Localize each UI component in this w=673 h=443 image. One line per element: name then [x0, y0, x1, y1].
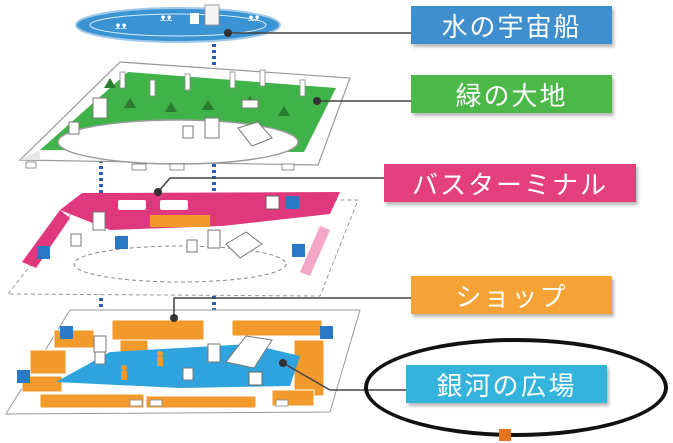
- level-shop-galaxy[interactable]: [5, 309, 361, 415]
- elevator-icon: [182, 367, 194, 381]
- person-icon: [121, 351, 163, 380]
- bus-icon: [118, 200, 188, 210]
- label-green-land[interactable]: 緑の大地: [411, 75, 612, 113]
- restroom-icon: [60, 326, 73, 339]
- stairs-icon: [237, 121, 273, 147]
- label-bus-terminal[interactable]: バスターミナル: [384, 164, 636, 202]
- level-green-field[interactable]: [18, 61, 351, 171]
- restroom-icon: [115, 236, 128, 249]
- svg-text:ᴥᴥ: ᴥᴥ: [115, 21, 127, 32]
- label-shop[interactable]: ショップ: [411, 276, 612, 314]
- elevator-icon: [190, 13, 199, 24]
- elevator-icon: [186, 239, 198, 253]
- stairs-icon: [225, 335, 273, 369]
- highlight-ellipse: [364, 338, 668, 437]
- restroom-icon: [37, 246, 50, 259]
- elevator-icon: [182, 125, 194, 139]
- restroom-icon: [17, 370, 30, 383]
- callout-lines: [157, 32, 416, 391]
- level-water-spaceship[interactable]: ᴥᴥ ᴥᴥ ᴥᴥ: [75, 4, 281, 43]
- label-water-spaceship[interactable]: 水の宇宙船: [411, 6, 612, 44]
- restroom-icon: [292, 244, 305, 257]
- elevator-icon: [94, 351, 106, 365]
- restroom-icon: [320, 326, 333, 339]
- restroom-icon: [286, 196, 299, 209]
- level-bus-terminal[interactable]: [6, 192, 359, 297]
- callout-dots: [154, 29, 321, 367]
- elevator-icon: [70, 233, 82, 247]
- svg-text:ᴥᴥ: ᴥᴥ: [160, 13, 172, 24]
- elevator-icon: [68, 121, 80, 135]
- stairs-icon: [225, 231, 263, 259]
- info-icon: [248, 371, 263, 386]
- orange-marker: [499, 429, 511, 441]
- svg-text:ᴥᴥ: ᴥᴥ: [248, 13, 260, 24]
- info-icon: [265, 195, 280, 210]
